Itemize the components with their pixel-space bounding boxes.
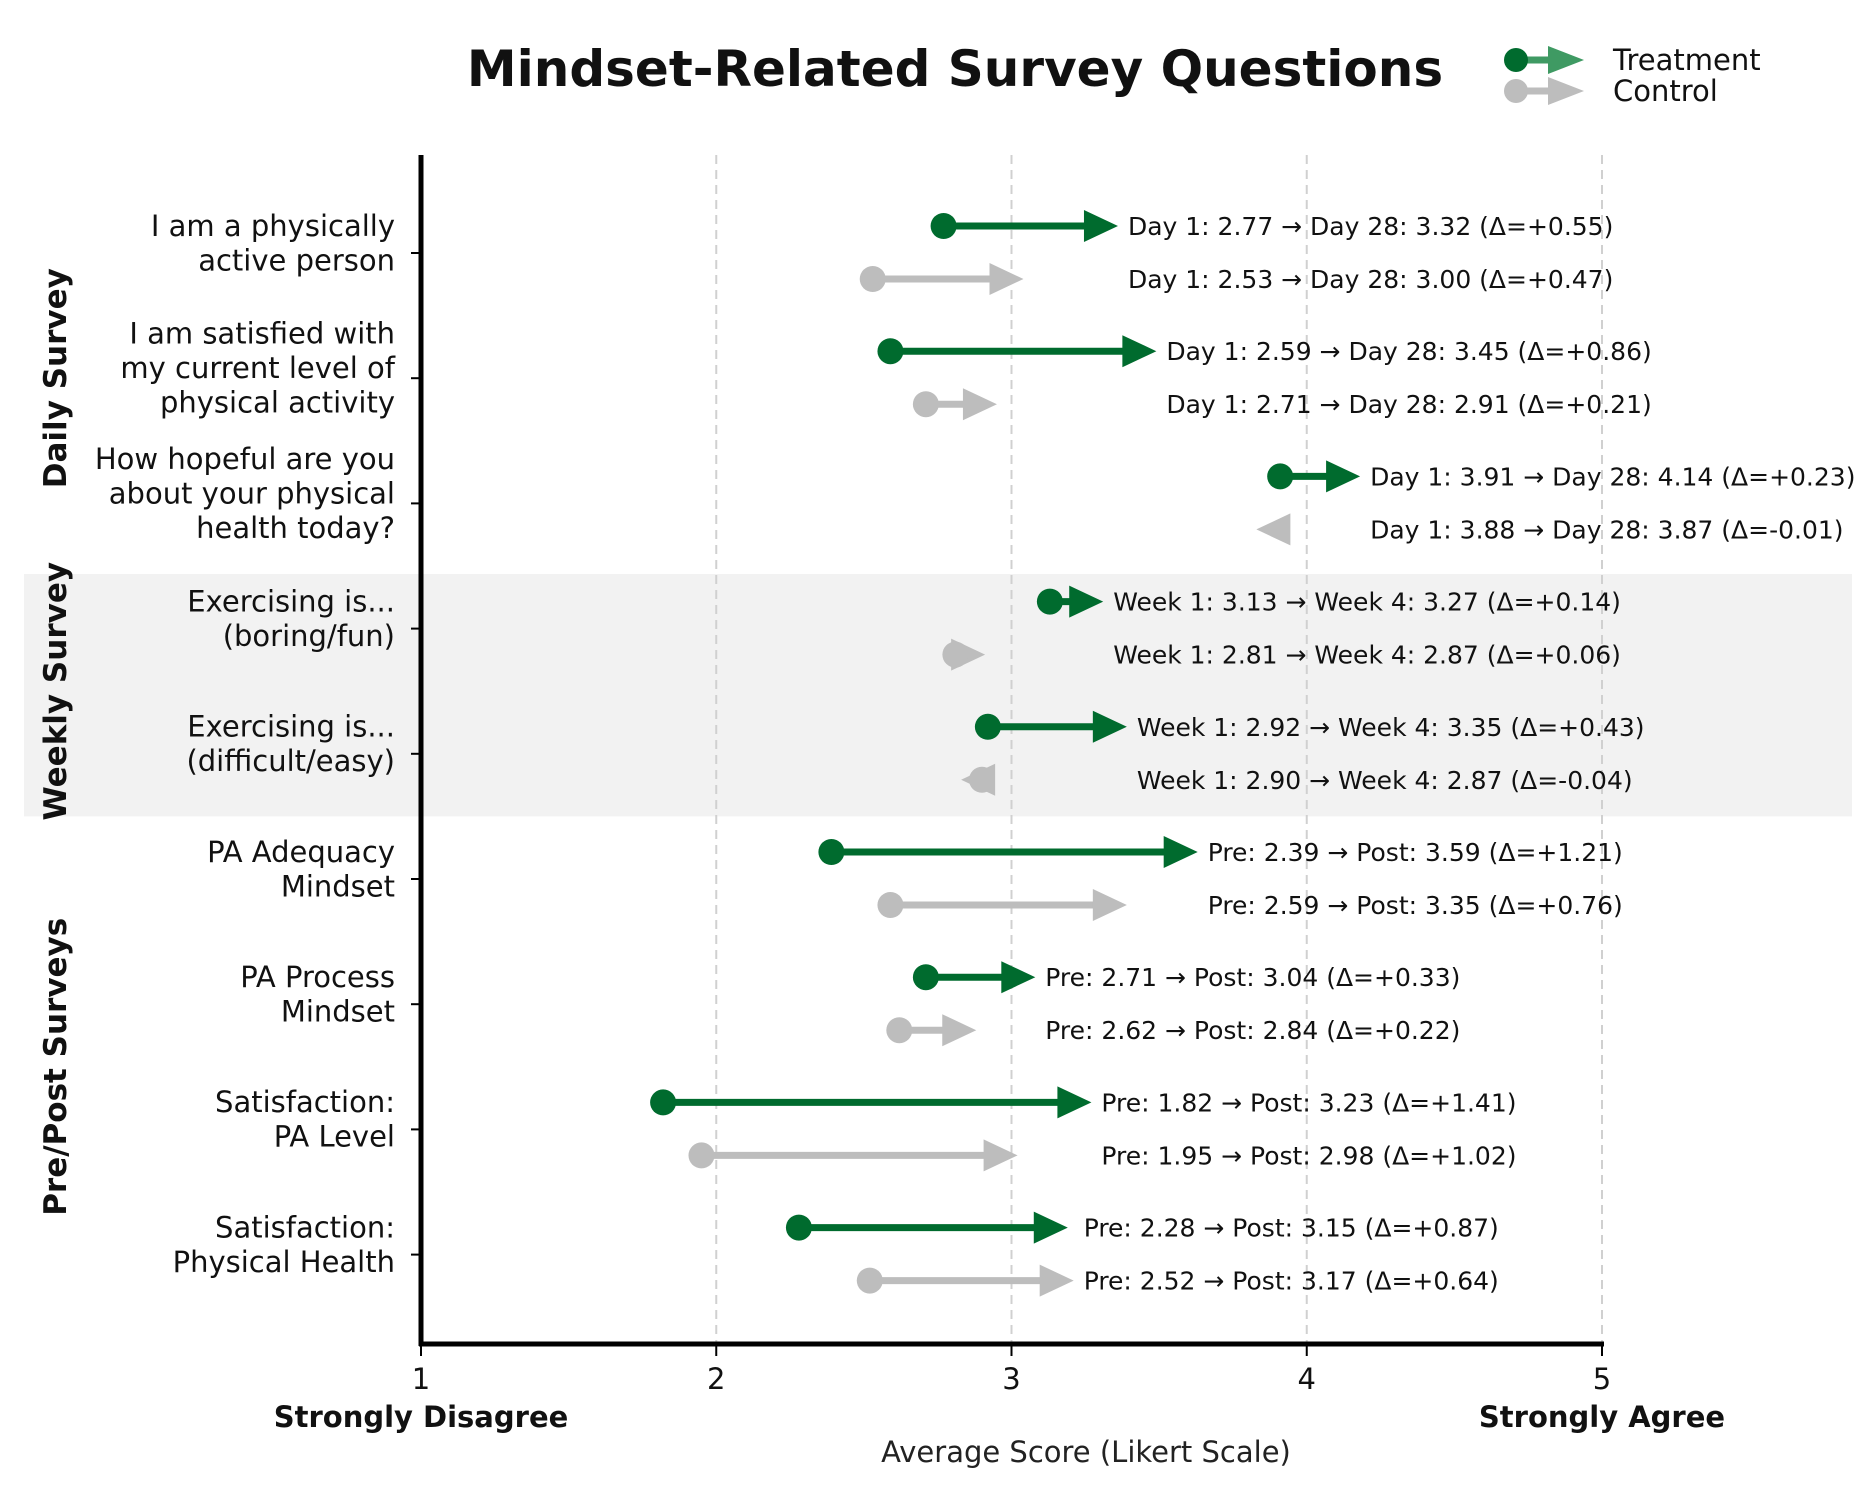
- control-annotation: Week 1: 2.81 → Week 4: 2.87 (Δ=+0.06): [1113, 641, 1621, 670]
- data-marks: [650, 210, 1361, 1297]
- treatment-annotation: Day 1: 2.59 → Day 28: 3.45 (Δ=+0.86): [1166, 337, 1651, 366]
- data-annotations: Day 1: 2.77 → Day 28: 3.32 (Δ=+0.55) Day …: [1045, 212, 1855, 1296]
- question-label-line: (difficult/easy): [186, 744, 395, 778]
- question-label-line: PA Adequacy: [207, 835, 395, 869]
- treatment-annotation: Week 1: 3.13 → Week 4: 3.27 (Δ=+0.14): [1113, 588, 1621, 617]
- control-arrow-start-dot: [968, 766, 995, 793]
- treatment-arrow-arrowhead: [1057, 1086, 1092, 1119]
- group-bands: [24, 574, 1852, 817]
- x-tick-label-4: 4: [1298, 1362, 1316, 1396]
- treatment-arrow-start-dot: [1036, 588, 1063, 615]
- control-arrow-start-dot: [688, 1142, 715, 1169]
- control-annotation: Pre: 2.59 → Post: 3.35 (Δ=+0.76): [1208, 891, 1623, 920]
- treatment-arrow-start-dot: [785, 1214, 812, 1241]
- treatment-arrow-start-dot: [877, 338, 904, 365]
- treatment-arrow-start-dot: [650, 1089, 677, 1116]
- question-label-line: Exercising is...: [187, 584, 395, 618]
- treatment-arrow-start-dot: [1267, 463, 1294, 490]
- question-label-line: active person: [198, 243, 395, 277]
- question-label-line: my current level of: [120, 351, 395, 385]
- control-arrow-arrowhead: [1039, 1264, 1074, 1297]
- legend-dot: [1504, 79, 1528, 103]
- control-arrow-start-dot: [856, 1267, 883, 1294]
- treatment-annotation: Pre: 2.71 → Post: 3.04 (Δ=+0.33): [1045, 963, 1460, 992]
- treatment-arrow-arrowhead: [1163, 836, 1198, 868]
- question-label-line: Mindset: [281, 869, 395, 903]
- x-end-label-right: Strongly Agree: [1479, 1400, 1725, 1434]
- x-tick-label-1: 1: [412, 1362, 430, 1396]
- control-arrow-start-dot: [877, 892, 904, 918]
- control-arrow-start-dot: [859, 266, 886, 292]
- question-label-line: PA Level: [274, 1120, 395, 1154]
- control-annotation: Week 1: 2.90 → Week 4: 2.87 (Δ=-0.04): [1137, 766, 1633, 795]
- question-label-line: health today?: [196, 511, 395, 545]
- control-arrow-arrowhead: [942, 1014, 977, 1047]
- control-arrow-arrowhead: [989, 263, 1024, 295]
- treatment-arrow-arrowhead: [1083, 210, 1118, 242]
- question-label-line: (boring/fun): [223, 619, 395, 653]
- question-label-line: Mindset: [281, 994, 395, 1028]
- question-label-line: I am a physically: [151, 209, 395, 243]
- group-label-0: Daily Survey: [38, 268, 74, 488]
- question-label-line: physical activity: [160, 386, 395, 420]
- treatment-annotation: Day 1: 3.91 → Day 28: 4.14 (Δ=+0.23): [1370, 462, 1855, 491]
- control-arrow-start-dot: [912, 391, 939, 418]
- treatment-annotation: Day 1: 2.77 → Day 28: 3.32 (Δ=+0.55): [1128, 212, 1613, 241]
- group-label-2: Pre/Post Surveys: [38, 918, 74, 1216]
- control-arrow-arrowhead: [1092, 889, 1127, 921]
- control-arrow-start-dot: [886, 1017, 913, 1044]
- treatment-arrow-start-dot: [974, 713, 1001, 740]
- legend-label: Treatment: [1612, 43, 1761, 77]
- treatment-arrow-start-dot: [912, 964, 939, 991]
- legend-arrowhead: [1548, 77, 1584, 105]
- control-arrow-arrowhead: [1256, 513, 1291, 546]
- question-label-line: Exercising is...: [187, 710, 395, 744]
- control-arrow-arrowhead: [962, 388, 997, 421]
- legend-label: Control: [1613, 74, 1718, 108]
- x-tick-label-2: 2: [707, 1362, 725, 1396]
- treatment-arrow-arrowhead: [1001, 961, 1036, 994]
- group-band-1: [24, 574, 1852, 817]
- control-annotation: Day 1: 2.71 → Day 28: 2.91 (Δ=+0.21): [1166, 390, 1651, 419]
- treatment-arrow-arrowhead: [1033, 1211, 1068, 1244]
- treatment-arrow-start-dot: [818, 839, 845, 865]
- control-arrow-start-dot: [942, 641, 969, 668]
- question-label-line: I am satisfied with: [129, 317, 395, 351]
- x-ticks: 1 2 3 4 5: [412, 1344, 1611, 1396]
- question-label-line: Satisfaction:: [215, 1210, 395, 1244]
- chart-title: Mindset-Related Survey Questions: [467, 40, 1443, 98]
- treatment-arrow-start-dot: [930, 213, 957, 239]
- question-label-line: How hopeful are you: [95, 442, 395, 476]
- treatment-arrow-arrowhead: [1092, 710, 1127, 743]
- question-label-line: Satisfaction:: [215, 1085, 395, 1119]
- treatment-annotation: Pre: 2.28 → Post: 3.15 (Δ=+0.87): [1084, 1214, 1499, 1243]
- x-tick-label-5: 5: [1593, 1362, 1611, 1396]
- treatment-annotation: Pre: 1.82 → Post: 3.23 (Δ=+1.41): [1101, 1088, 1516, 1117]
- treatment-annotation: Week 1: 2.92 → Week 4: 3.35 (Δ=+0.43): [1137, 713, 1645, 742]
- x-end-label-left: Strongly Disagree: [274, 1400, 569, 1434]
- control-arrow-arrowhead: [983, 1139, 1018, 1172]
- question-label-line: about your physical: [109, 476, 395, 510]
- treatment-arrow-arrowhead: [1122, 335, 1157, 368]
- control-annotation: Pre: 1.95 → Post: 2.98 (Δ=+1.02): [1101, 1141, 1516, 1170]
- x-tick-label-3: 3: [1002, 1362, 1020, 1396]
- control-annotation: Pre: 2.62 → Post: 2.84 (Δ=+0.22): [1045, 1016, 1460, 1045]
- control-annotation: Day 1: 3.88 → Day 28: 3.87 (Δ=-0.01): [1370, 515, 1843, 544]
- x-axis-label: Average Score (Likert Scale): [881, 1435, 1291, 1469]
- group-label-1: Weekly Survey: [38, 562, 74, 821]
- legend-dot: [1504, 48, 1528, 72]
- treatment-annotation: Pre: 2.39 → Post: 3.59 (Δ=+1.21): [1208, 838, 1623, 867]
- question-label-line: Physical Health: [173, 1245, 395, 1279]
- treatment-arrow-arrowhead: [1069, 585, 1104, 618]
- treatment-arrow-arrowhead: [1326, 460, 1361, 493]
- question-label-line: PA Process: [240, 960, 395, 994]
- legend-arrowhead: [1548, 46, 1584, 74]
- control-annotation: Day 1: 2.53 → Day 28: 3.00 (Δ=+0.47): [1128, 265, 1613, 294]
- control-annotation: Pre: 2.52 → Post: 3.17 (Δ=+0.64): [1084, 1267, 1499, 1296]
